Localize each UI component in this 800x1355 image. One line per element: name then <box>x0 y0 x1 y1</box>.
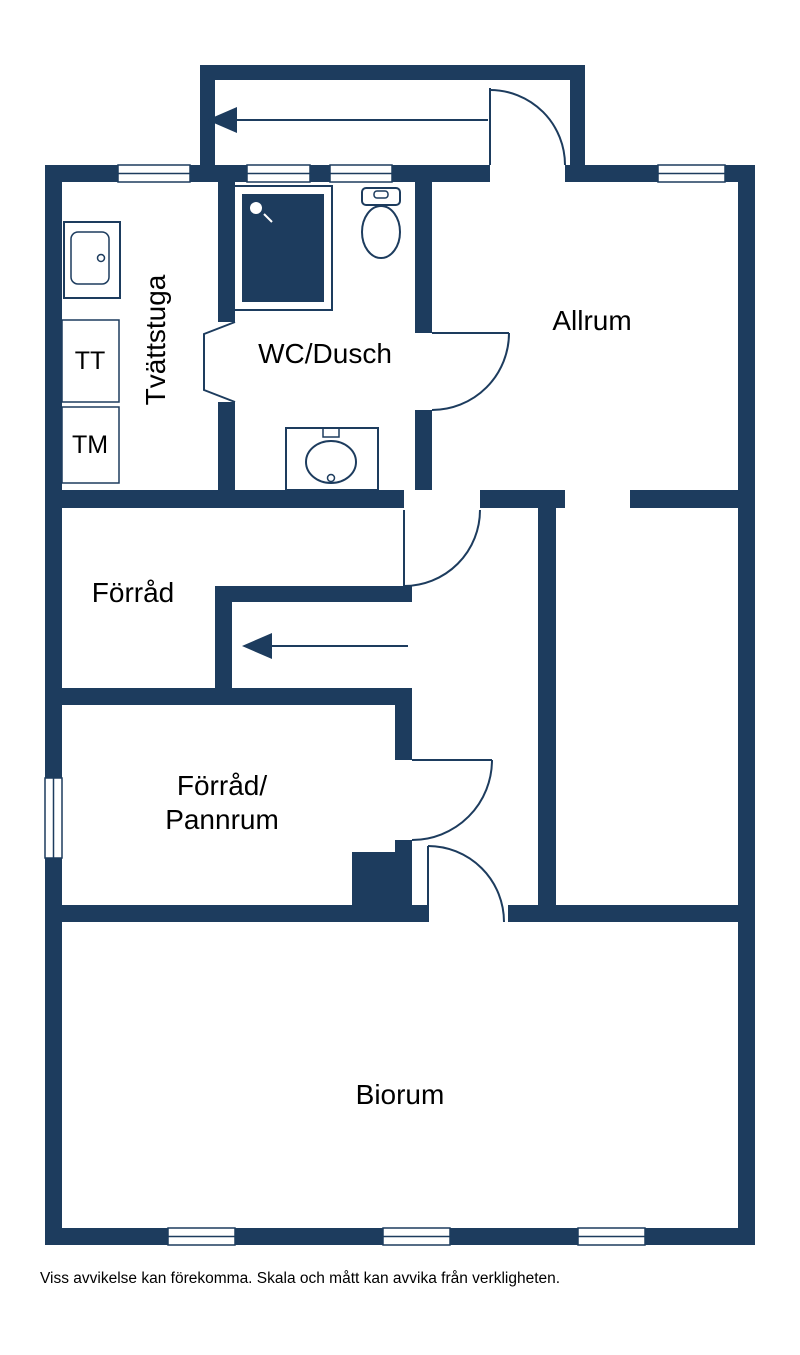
washer-tm: TM <box>61 406 120 484</box>
window-icon <box>577 1227 646 1246</box>
dryer-tt: TT <box>61 319 120 403</box>
door-arc-biorum <box>427 845 505 923</box>
door-arc-entry <box>489 88 566 166</box>
door-arc-wc <box>431 332 510 411</box>
room-label-forrad-pannrum-line2: Pannrum <box>165 804 279 835</box>
washbasin-icon <box>285 427 379 491</box>
room-label-wc-dusch: WC/Dusch <box>258 338 392 369</box>
washer-label: TM <box>72 431 108 459</box>
room-labels: Tvättstuga WC/Dusch Allrum Förråd Förråd… <box>92 274 632 1110</box>
dryer-label: TT <box>75 347 106 375</box>
room-label-forrad-pannrum-line1: Förråd/ <box>177 770 267 801</box>
window-icon <box>167 1227 236 1246</box>
disclaimer-text: Viss avvikelse kan förekomma. Skala och … <box>40 1270 560 1287</box>
walls <box>45 65 755 1245</box>
door-arc-pannrum <box>411 759 493 841</box>
stair-arrow-icon <box>207 107 488 133</box>
windows <box>44 164 726 1246</box>
sink-icon <box>63 221 121 299</box>
window-icon <box>657 164 726 183</box>
room-label-tvattstuga: Tvättstuga <box>140 274 171 405</box>
window-icon <box>44 777 63 859</box>
room-label-forrad: Förråd <box>92 577 174 608</box>
stair-arrows <box>207 107 488 659</box>
toilet-icon <box>361 187 401 259</box>
window-icon <box>117 164 191 183</box>
shower-icon <box>233 185 333 311</box>
door-arc-hall <box>403 509 481 587</box>
door-leaf-tvattstuga <box>203 321 236 403</box>
fixtures: TT TM <box>61 185 401 491</box>
window-icon <box>246 164 311 183</box>
room-label-allrum: Allrum <box>552 305 631 336</box>
window-icon <box>382 1227 451 1246</box>
window-icon <box>329 164 393 183</box>
doors <box>203 88 566 923</box>
room-label-biorum: Biorum <box>356 1079 445 1110</box>
stair-arrow-icon <box>242 633 408 659</box>
